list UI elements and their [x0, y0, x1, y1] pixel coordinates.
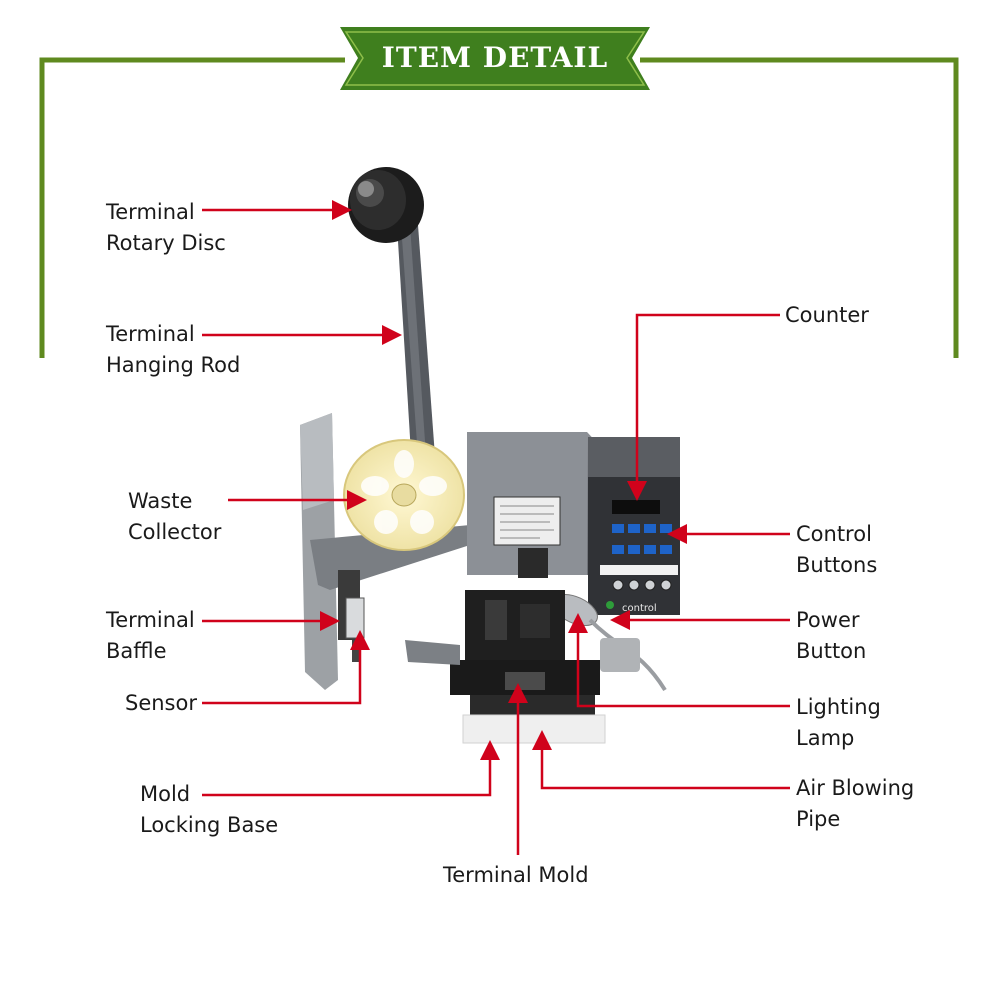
label-air-blowing-pipe: Air Blowing Pipe — [796, 776, 915, 831]
terminal-rotary-disc — [348, 167, 424, 243]
label-power-button: Power Button — [796, 608, 867, 663]
leader-mold-locking-base — [202, 740, 500, 797]
waste-collector-reel — [343, 439, 465, 551]
label-sensor: Sensor — [125, 691, 197, 715]
leader-lines — [202, 200, 790, 855]
label-waste-collector: Waste Collector — [128, 489, 222, 544]
control-box: control — [588, 437, 680, 615]
leader-sensor — [202, 630, 370, 705]
leader-air-blowing-pipe — [532, 730, 790, 790]
main-housing — [467, 432, 602, 578]
power-button-indicator — [606, 601, 614, 609]
counter-display — [612, 500, 660, 514]
terminal-mold-assembly — [405, 590, 600, 695]
panel-brand: control — [622, 603, 657, 614]
foot-pedal — [600, 638, 640, 672]
label-terminal-rotary-disc: Terminal Rotary Disc — [106, 200, 226, 255]
mold-locking-base — [462, 695, 606, 744]
leader-lighting-lamp — [568, 613, 790, 708]
banner-title: ITEM DETAIL — [381, 41, 609, 74]
label-terminal-mold: Terminal Mold — [443, 863, 589, 887]
green-frame — [39, 57, 959, 358]
label-lighting-lamp: Lighting Lamp — [796, 695, 881, 750]
label-counter: Counter — [785, 303, 869, 327]
label-mold-locking-base: Mold Locking Base — [140, 782, 279, 837]
sensor — [345, 597, 365, 662]
leader-counter — [627, 313, 780, 501]
label-terminal-hanging-rod: Terminal Hanging Rod — [106, 322, 241, 377]
label-terminal-baffle: Terminal Baffle — [106, 608, 195, 663]
label-control-buttons: Control Buttons — [796, 522, 878, 577]
terminal-hanging-rod — [397, 225, 436, 470]
banner-ribbon — [340, 27, 650, 90]
